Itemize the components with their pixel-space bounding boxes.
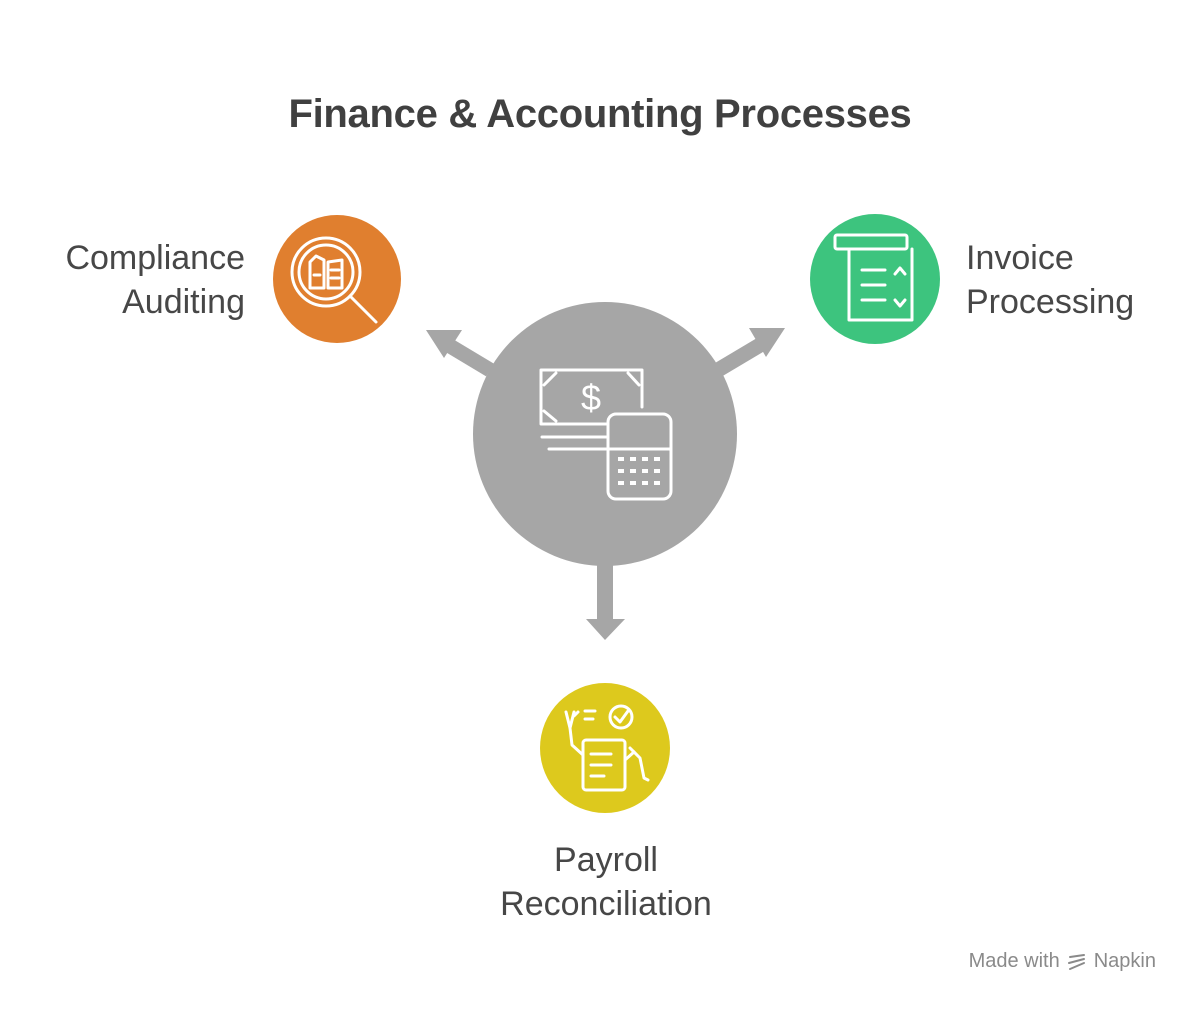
footer-brand: Napkin xyxy=(1093,950,1156,972)
checklist-hands-icon xyxy=(564,704,650,792)
payroll-label-line2: Reconciliation xyxy=(500,885,712,923)
payroll-label-line1: Payroll xyxy=(554,841,658,879)
arrow-to-payroll xyxy=(586,560,625,640)
invoice-label: Invoice Processing xyxy=(966,236,1134,324)
invoice-label-line2: Processing xyxy=(966,283,1135,321)
center-hub xyxy=(473,302,737,566)
money-calculator-icon: $ xyxy=(539,368,673,501)
arrow-to-compliance xyxy=(426,330,494,377)
compliance-label-line1: Compliance xyxy=(65,239,245,277)
payroll-label: Payroll Reconciliation xyxy=(0,838,1200,926)
footer-prefix: Made with xyxy=(968,950,1060,972)
compliance-label-line2: Auditing xyxy=(122,283,245,321)
diagram-title: Finance & Accounting Processes xyxy=(288,92,912,136)
invoice-label-line1: Invoice xyxy=(966,239,1074,277)
compliance-label: Compliance Auditing xyxy=(65,236,245,324)
document-search-icon xyxy=(290,236,378,324)
receipt-list-icon xyxy=(833,233,914,322)
payroll-node xyxy=(540,683,670,813)
napkin-logo-icon xyxy=(1067,953,1085,970)
arrow-to-invoice xyxy=(714,328,785,377)
svg-text:$: $ xyxy=(581,377,601,418)
made-with-napkin[interactable]: Made with Napkin xyxy=(969,950,1156,973)
